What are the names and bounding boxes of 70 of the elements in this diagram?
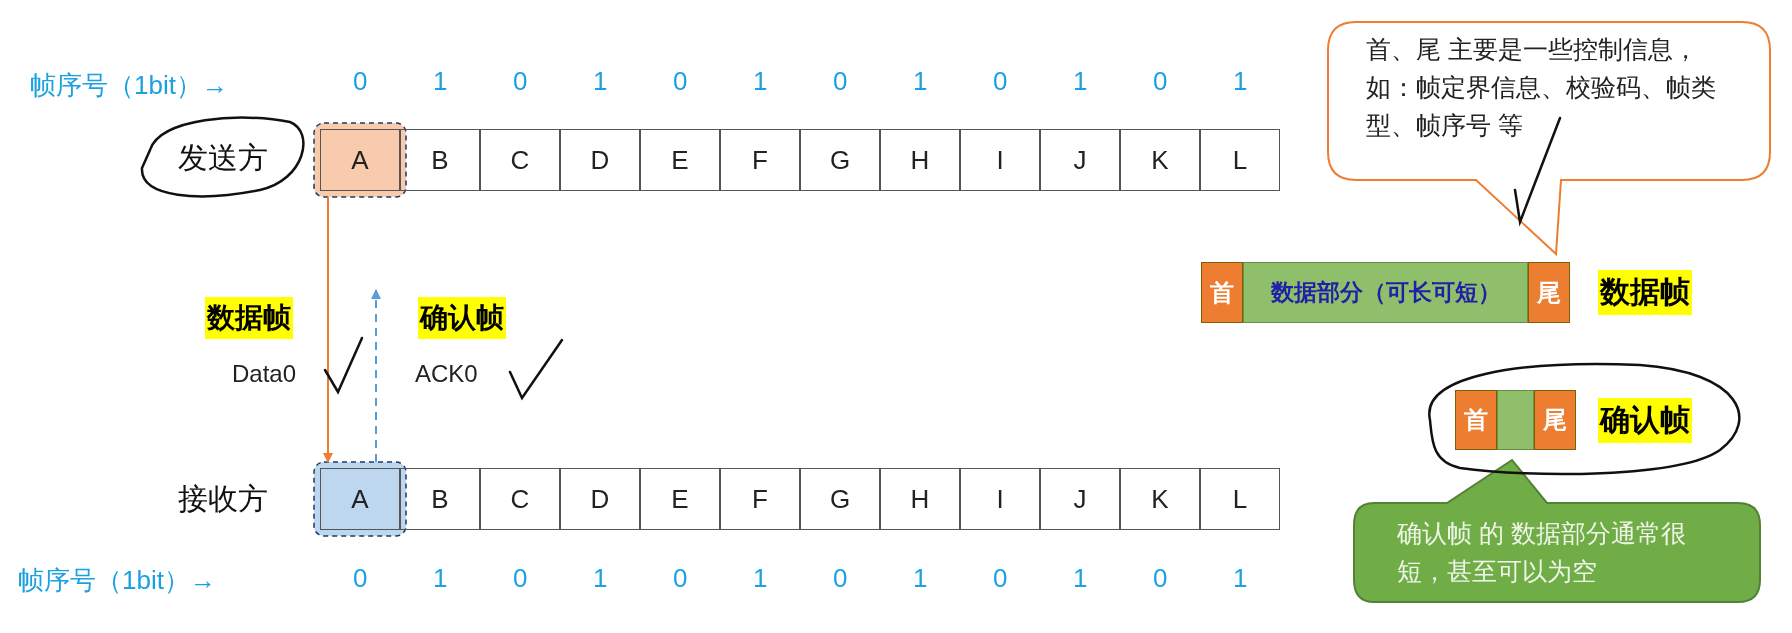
frame-type-label: 确认帧 [418, 297, 506, 339]
frame-cell: F [720, 129, 800, 191]
sequence-number: 1 [433, 563, 448, 594]
frame-cell: D [560, 129, 640, 191]
frame-data-segment [1497, 390, 1534, 450]
frame-cell: B [400, 468, 480, 530]
sequence-number: 1 [593, 66, 608, 97]
callout-text: 首、尾 主要是一些控制信息，如：帧定界信息、校验码、帧类型、帧序号 等 [1366, 34, 1717, 141]
frame-cell: D [560, 468, 640, 530]
sequence-number: 1 [1233, 66, 1248, 97]
frame-type-label: 确认帧 [1598, 398, 1692, 443]
frame-header-segment: 首 [1201, 262, 1243, 323]
sequence-number: 1 [753, 66, 768, 97]
sequence-number: 1 [1233, 563, 1248, 594]
frame-cell: A [320, 468, 400, 530]
arrow [371, 289, 381, 463]
frame-cell: K [1120, 468, 1200, 530]
sequence-number: 0 [673, 563, 688, 594]
sequence-number: 1 [913, 563, 928, 594]
frame-cell: H [880, 129, 960, 191]
sequence-number: 1 [593, 563, 608, 594]
sequence-number: 0 [993, 563, 1008, 594]
arrow [323, 196, 333, 463]
sequence-number: 0 [353, 563, 368, 594]
frame-data-segment: 数据部分（可长可短） [1243, 262, 1528, 323]
sequence-number: 0 [513, 66, 528, 97]
party-label: 发送方 [150, 130, 295, 186]
frame-cell: K [1120, 129, 1200, 191]
party-label: 接收方 [150, 471, 295, 527]
sequence-number: 1 [753, 563, 768, 594]
frame-header-segment: 尾 [1534, 390, 1576, 450]
frame-cell: I [960, 468, 1040, 530]
frame-type-label: 数据帧 [205, 297, 293, 339]
sequence-number: 0 [1153, 563, 1168, 594]
frame-cell: F [720, 468, 800, 530]
frame-cell: G [800, 468, 880, 530]
speech-bubble [1326, 20, 1772, 256]
frame-cell: B [400, 129, 480, 191]
sequence-number: 0 [833, 563, 848, 594]
frame-name: Data0 [232, 360, 297, 388]
frame-cell: C [480, 129, 560, 191]
sequence-number: 0 [513, 563, 528, 594]
frame-name: ACK0 [415, 360, 478, 388]
sequence-number: 0 [673, 66, 688, 97]
frame-cell: L [1200, 468, 1280, 530]
frame-header-segment: 尾 [1528, 262, 1570, 323]
sequence-number: 0 [1153, 66, 1168, 97]
speech-bubble [1352, 458, 1762, 604]
frame-header-segment: 首 [1455, 390, 1497, 450]
sequence-number: 0 [833, 66, 848, 97]
sequence-number-caption: 帧序号（1bit）→ [30, 69, 228, 102]
frame-type-label: 数据帧 [1598, 270, 1692, 315]
sequence-number: 1 [433, 66, 448, 97]
sequence-number: 0 [993, 66, 1008, 97]
callout-text: 确认帧 的 数据部分通常很短，甚至可以为空 [1397, 518, 1687, 587]
sequence-number: 0 [353, 66, 368, 97]
sequence-number: 1 [913, 66, 928, 97]
frame-cell: L [1200, 129, 1280, 191]
frame-cell: A [320, 129, 400, 191]
frame-cell: I [960, 129, 1040, 191]
sequence-number: 1 [1073, 66, 1088, 97]
frame-cell: C [480, 468, 560, 530]
sequence-number-caption: 帧序号（1bit）→ [18, 564, 216, 597]
frame-cell: J [1040, 468, 1120, 530]
frame-cell: G [800, 129, 880, 191]
sequence-number: 1 [1073, 563, 1088, 594]
frame-cell: E [640, 468, 720, 530]
frame-cell: H [880, 468, 960, 530]
frame-cell: E [640, 129, 720, 191]
frame-cell: J [1040, 129, 1120, 191]
